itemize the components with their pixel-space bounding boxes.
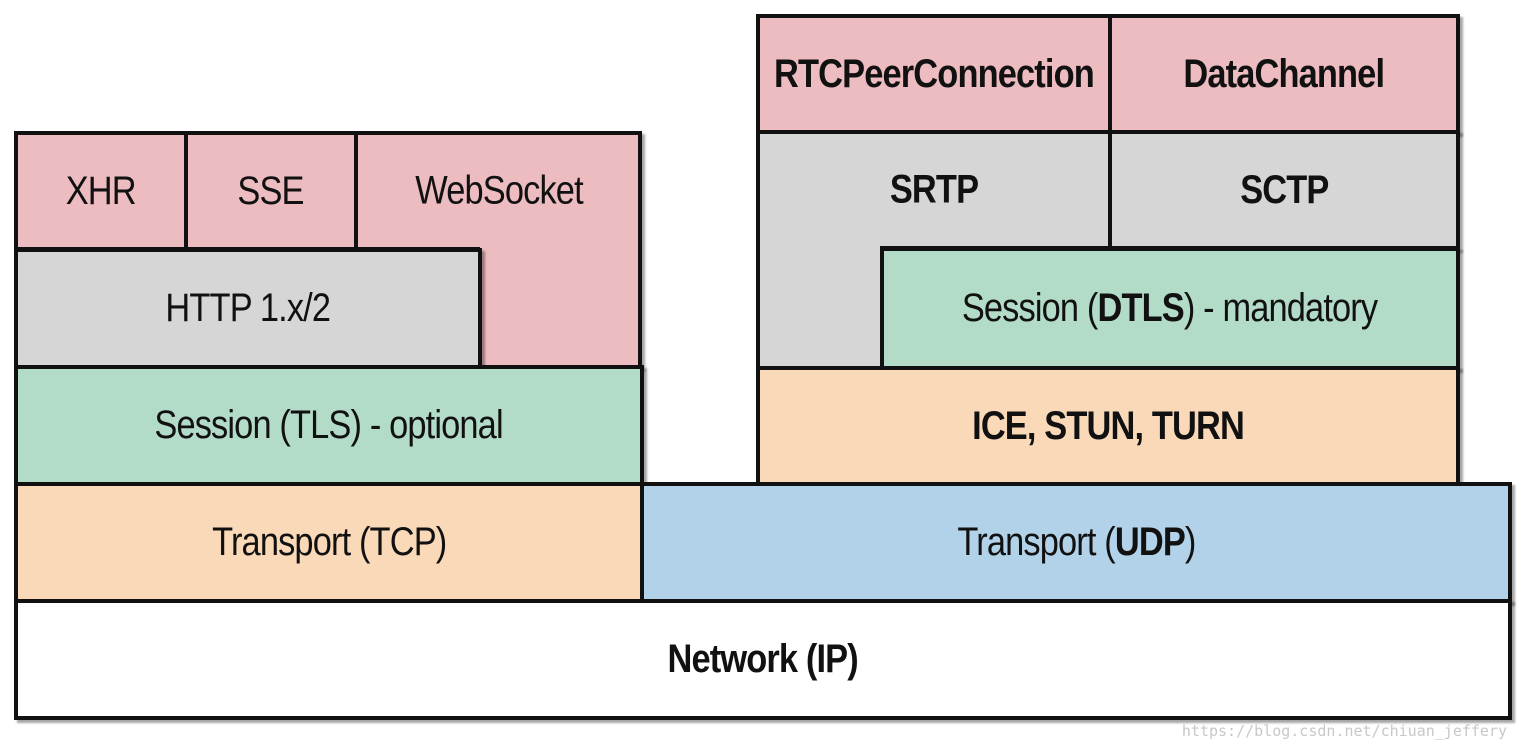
transport-udp-label: Transport (UDP) bbox=[956, 520, 1196, 565]
datachannel-block: DataChannel bbox=[1108, 14, 1460, 134]
rtcpeerconnection-label: RTCPeerConnection bbox=[774, 51, 1095, 96]
watermark: https://blog.csdn.net/chiuan_jeffery bbox=[1181, 722, 1507, 740]
session-dtls-label: Session (DTLS) - mandatory bbox=[962, 286, 1378, 331]
transport-udp-bold: UDP bbox=[1114, 520, 1185, 564]
transport-tcp-label: Transport (TCP) bbox=[211, 520, 447, 564]
ice-stun-turn-label: ICE, STUN, TURN bbox=[972, 403, 1245, 448]
sse-label: SSE bbox=[237, 168, 305, 213]
http-block: HTTP 1.x/2 bbox=[14, 248, 482, 369]
websocket-label: WebSocket bbox=[415, 168, 583, 213]
http-label: HTTP 1.x/2 bbox=[165, 286, 332, 330]
sctp-block: SCTP bbox=[1108, 130, 1460, 250]
session-dtls-prefix: Session ( bbox=[962, 286, 1099, 330]
xhr-label: XHR bbox=[65, 168, 137, 213]
xhr-block: XHR bbox=[14, 131, 188, 251]
network-block: Network (IP) bbox=[14, 599, 1512, 720]
transport-tcp-block: Transport (TCP) bbox=[14, 482, 644, 603]
srtp-label: SRTP bbox=[889, 167, 979, 212]
sse-block: SSE bbox=[184, 131, 358, 251]
ice-stun-turn-block: ICE, STUN, TURN bbox=[756, 366, 1460, 486]
session-dtls-suffix: ) - mandatory bbox=[1184, 286, 1378, 330]
network-label: Network (IP) bbox=[667, 637, 859, 681]
sctp-label: SCTP bbox=[1239, 167, 1329, 212]
transport-udp-suffix: ) bbox=[1184, 520, 1196, 564]
session-dtls-bold: DTLS bbox=[1097, 286, 1185, 330]
session-tls-label: Session (TLS) - optional bbox=[154, 403, 504, 447]
transport-udp-prefix: Transport ( bbox=[956, 520, 1115, 564]
session-tls-block: Session (TLS) - optional bbox=[14, 365, 644, 486]
rtcpeerconnection-block: RTCPeerConnection bbox=[756, 14, 1112, 134]
transport-udp-block: Transport (UDP) bbox=[640, 482, 1512, 603]
session-dtls-block: Session (DTLS) - mandatory bbox=[880, 247, 1460, 370]
datachannel-label: DataChannel bbox=[1183, 51, 1386, 96]
